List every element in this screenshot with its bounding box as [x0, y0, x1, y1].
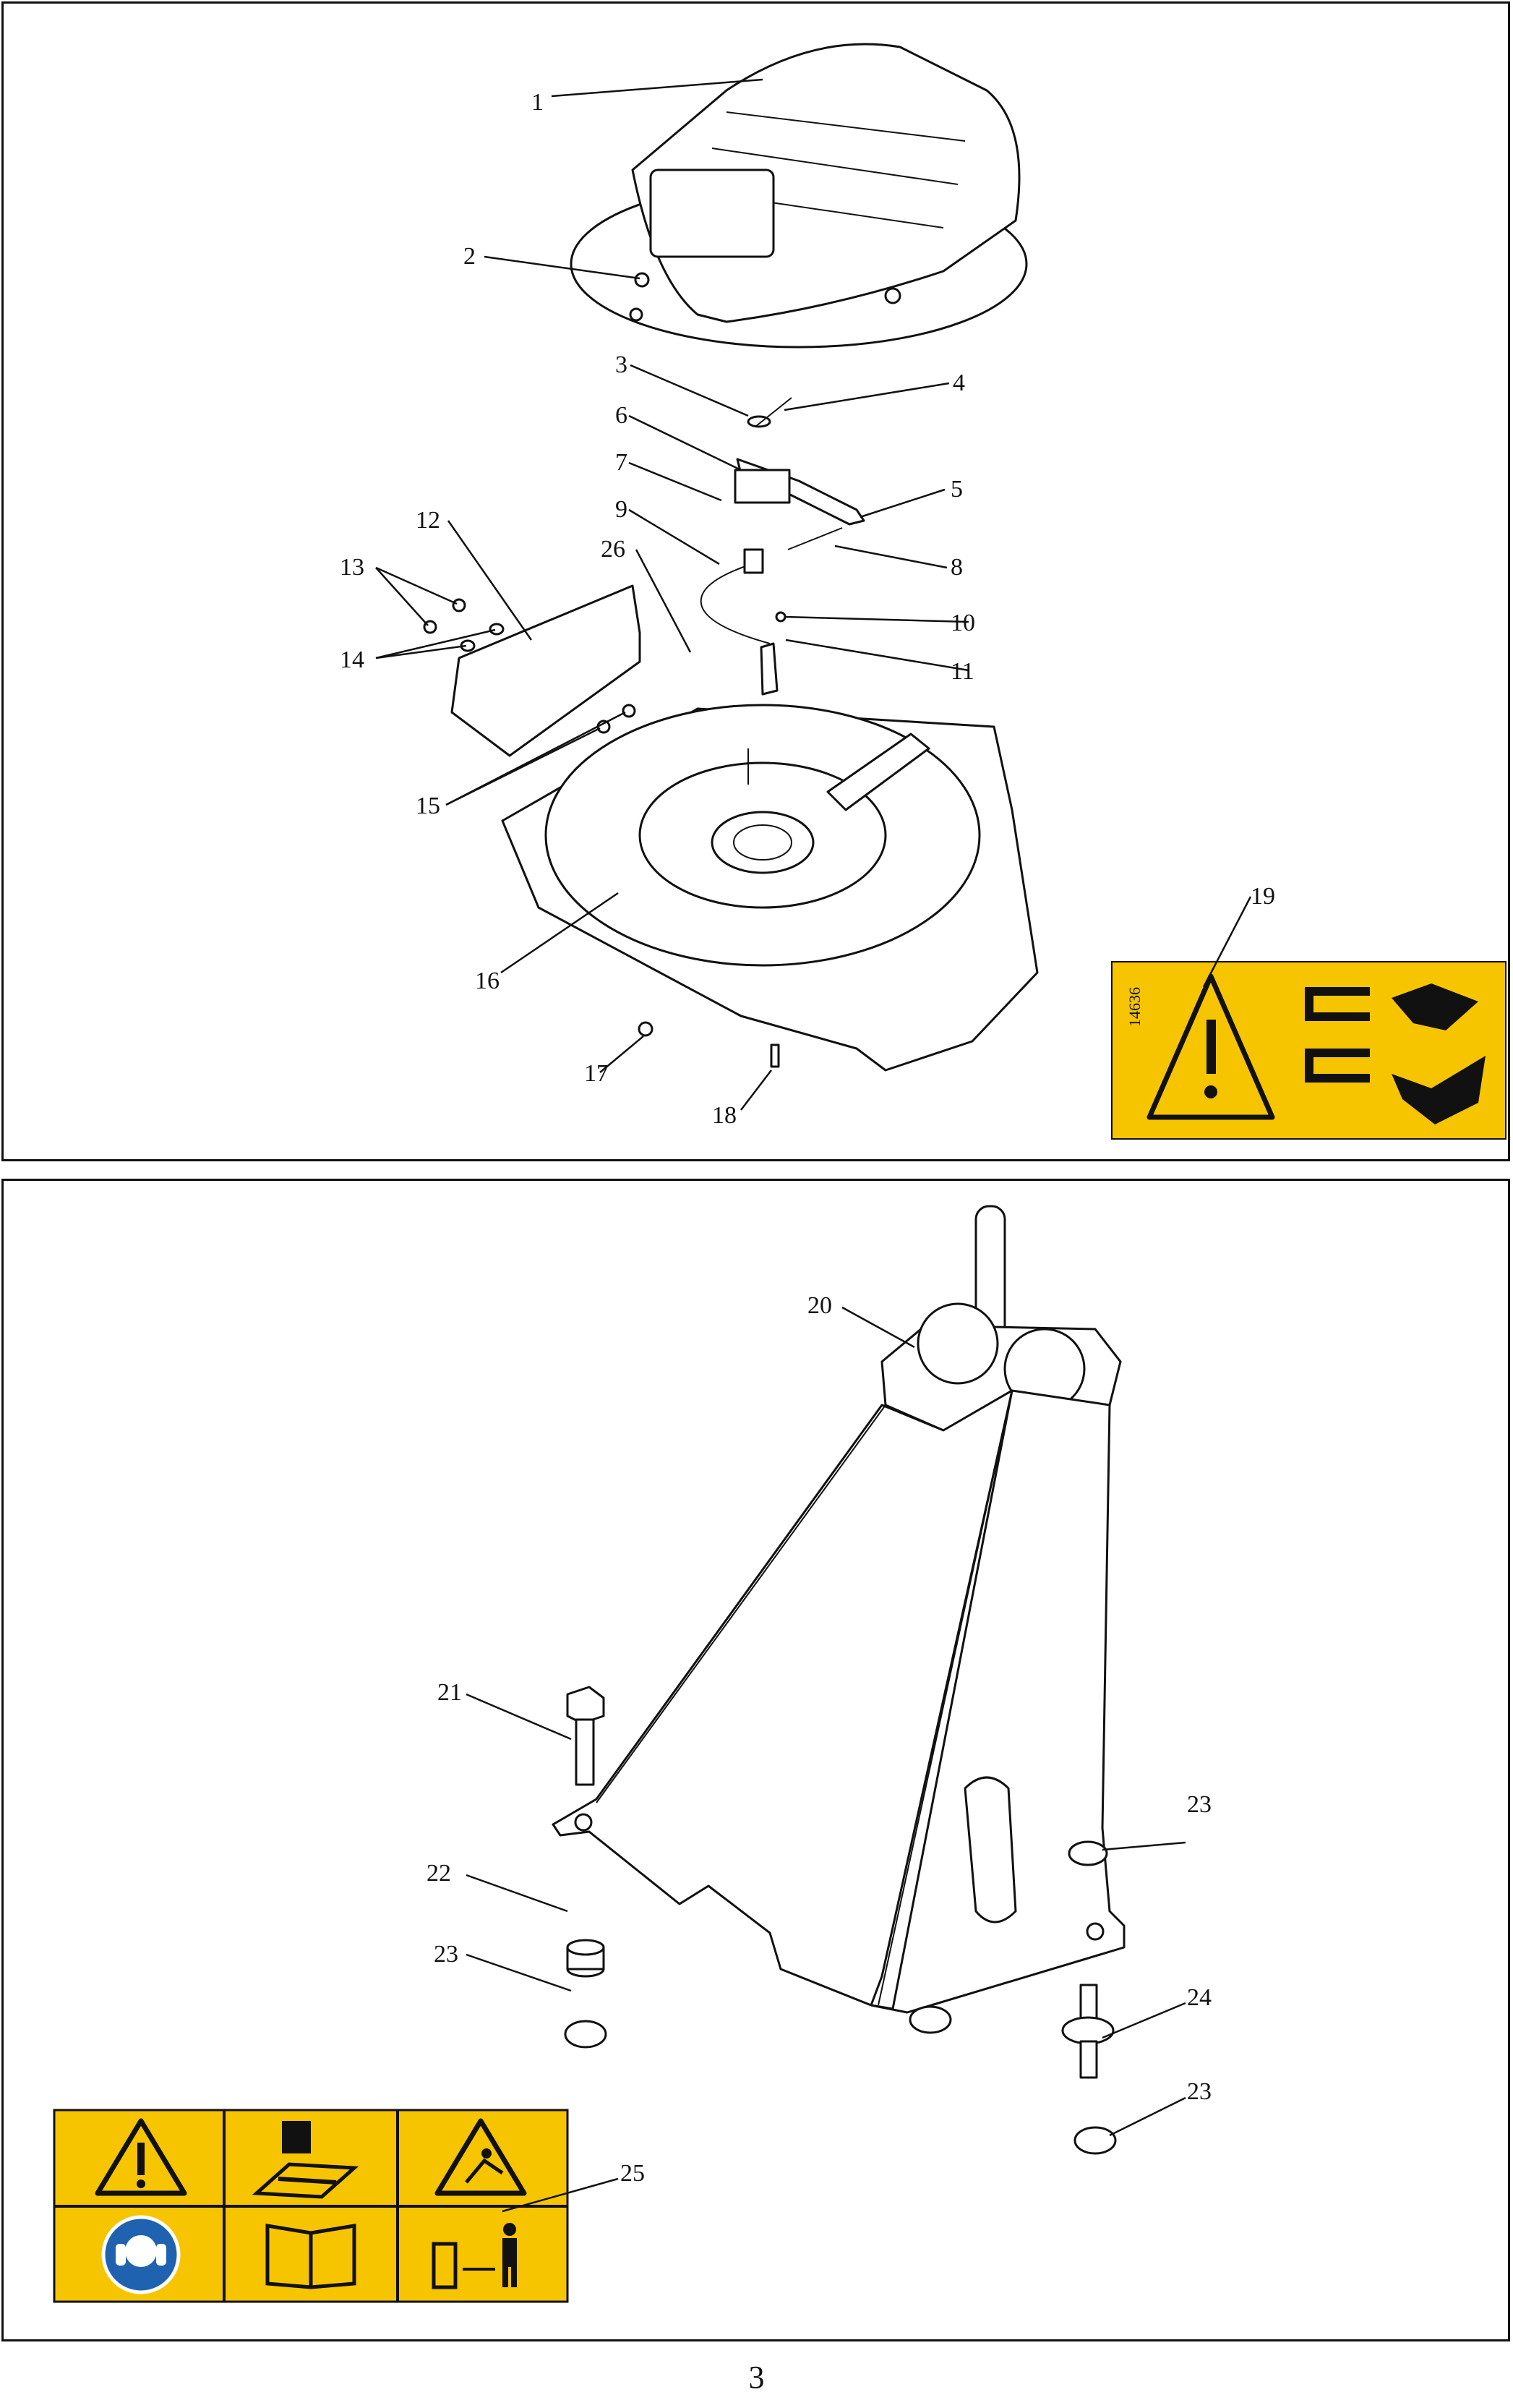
- part-16-deck: [501, 704, 1039, 1072]
- part-24-stud: [1061, 1984, 1115, 2079]
- projectile-warning-icon: [434, 2118, 527, 2196]
- part-13-nut: [452, 598, 466, 612]
- callout-14: 14: [340, 646, 364, 673]
- part-4-spring: [755, 397, 792, 427]
- decal-25: [53, 2109, 569, 2303]
- callout-24: 24: [1187, 1984, 1212, 2011]
- decal-19: 14636: [1111, 961, 1506, 1140]
- part-1-cover: [570, 43, 1028, 349]
- callout-23: 23: [434, 1941, 458, 1968]
- callout-16: 16: [475, 968, 500, 994]
- decal-19-code: 14636: [1126, 987, 1144, 1027]
- read-manual-icon: [265, 2224, 356, 2289]
- part-17-nut: [638, 1021, 653, 1037]
- callout-8: 8: [951, 554, 963, 581]
- callout-17: 17: [584, 1060, 609, 1087]
- hand-crush-icon: [1305, 983, 1478, 1030]
- callout-22: 22: [427, 1860, 451, 1887]
- callout-3: 3: [615, 351, 627, 378]
- part-18-bolt: [770, 1043, 780, 1068]
- part-6-bracket: [734, 469, 791, 504]
- callout-12: 12: [416, 507, 440, 534]
- callout-5: 5: [951, 476, 963, 503]
- callout-7: 7: [615, 449, 627, 476]
- part-8-spring: [787, 527, 843, 550]
- warning-triangle-icon: [95, 2118, 187, 2196]
- part-11-bracket: [760, 642, 779, 696]
- callout-15: 15: [416, 793, 440, 819]
- callout-19: 19: [1251, 883, 1275, 910]
- callout-23: 23: [1187, 1791, 1212, 1818]
- tool-manual-icon: [252, 2121, 359, 2199]
- callout-4: 4: [953, 370, 965, 396]
- part-12-guard: [450, 584, 641, 757]
- part-9-fitting: [743, 548, 764, 574]
- part-21-bolt: [566, 1686, 605, 1786]
- exploded-view-top: 14636 1 2 3 4 5 6 7 8 9 26 10 11 12 13: [1, 1, 1510, 1161]
- callout-11: 11: [951, 658, 974, 685]
- callout-9: 9: [615, 496, 627, 523]
- callout-2: 2: [463, 243, 476, 270]
- callout-20: 20: [807, 1292, 832, 1319]
- part-23-nut: [1068, 1840, 1108, 1866]
- callout-25: 25: [620, 2160, 645, 2187]
- part-10-nut: [775, 611, 786, 623]
- hand-cut-icon: [1305, 1049, 1486, 1124]
- frame: [552, 1389, 1126, 2014]
- part-14-washer: [489, 623, 505, 636]
- callout-13: 13: [340, 554, 364, 581]
- part-22-spacer: [566, 1939, 605, 1978]
- callout-18: 18: [712, 1102, 737, 1129]
- part-23-nut: [909, 2005, 952, 2034]
- callout-23: 23: [1187, 2078, 1212, 2105]
- leader-lines: [466, 1306, 1186, 2213]
- callout-1: 1: [531, 89, 544, 116]
- callout-10: 10: [951, 610, 975, 636]
- keep-distance-icon: [432, 2223, 517, 2289]
- part-23-nut: [564, 2020, 607, 2049]
- ear-protection-icon: [101, 2215, 181, 2294]
- bottom-drawing: 20 21 22 23 24 23 23 25: [53, 1205, 1212, 2303]
- top-drawing: 14636 1 2 3 4 5 6 7 8 9 26 10 11 12 13: [340, 43, 1506, 1140]
- callout-6: 6: [615, 402, 627, 429]
- callout-21: 21: [437, 1679, 462, 1706]
- exploded-view-bottom: 20 21 22 23 24 23 23 25: [1, 1179, 1510, 2341]
- page-number: 3: [748, 2360, 765, 2395]
- part-15-screw: [622, 704, 636, 718]
- callout-26: 26: [601, 536, 625, 563]
- part-23-nut: [1073, 2126, 1117, 2155]
- part-9-cable: [700, 563, 771, 644]
- leader-lines: [375, 78, 1252, 1111]
